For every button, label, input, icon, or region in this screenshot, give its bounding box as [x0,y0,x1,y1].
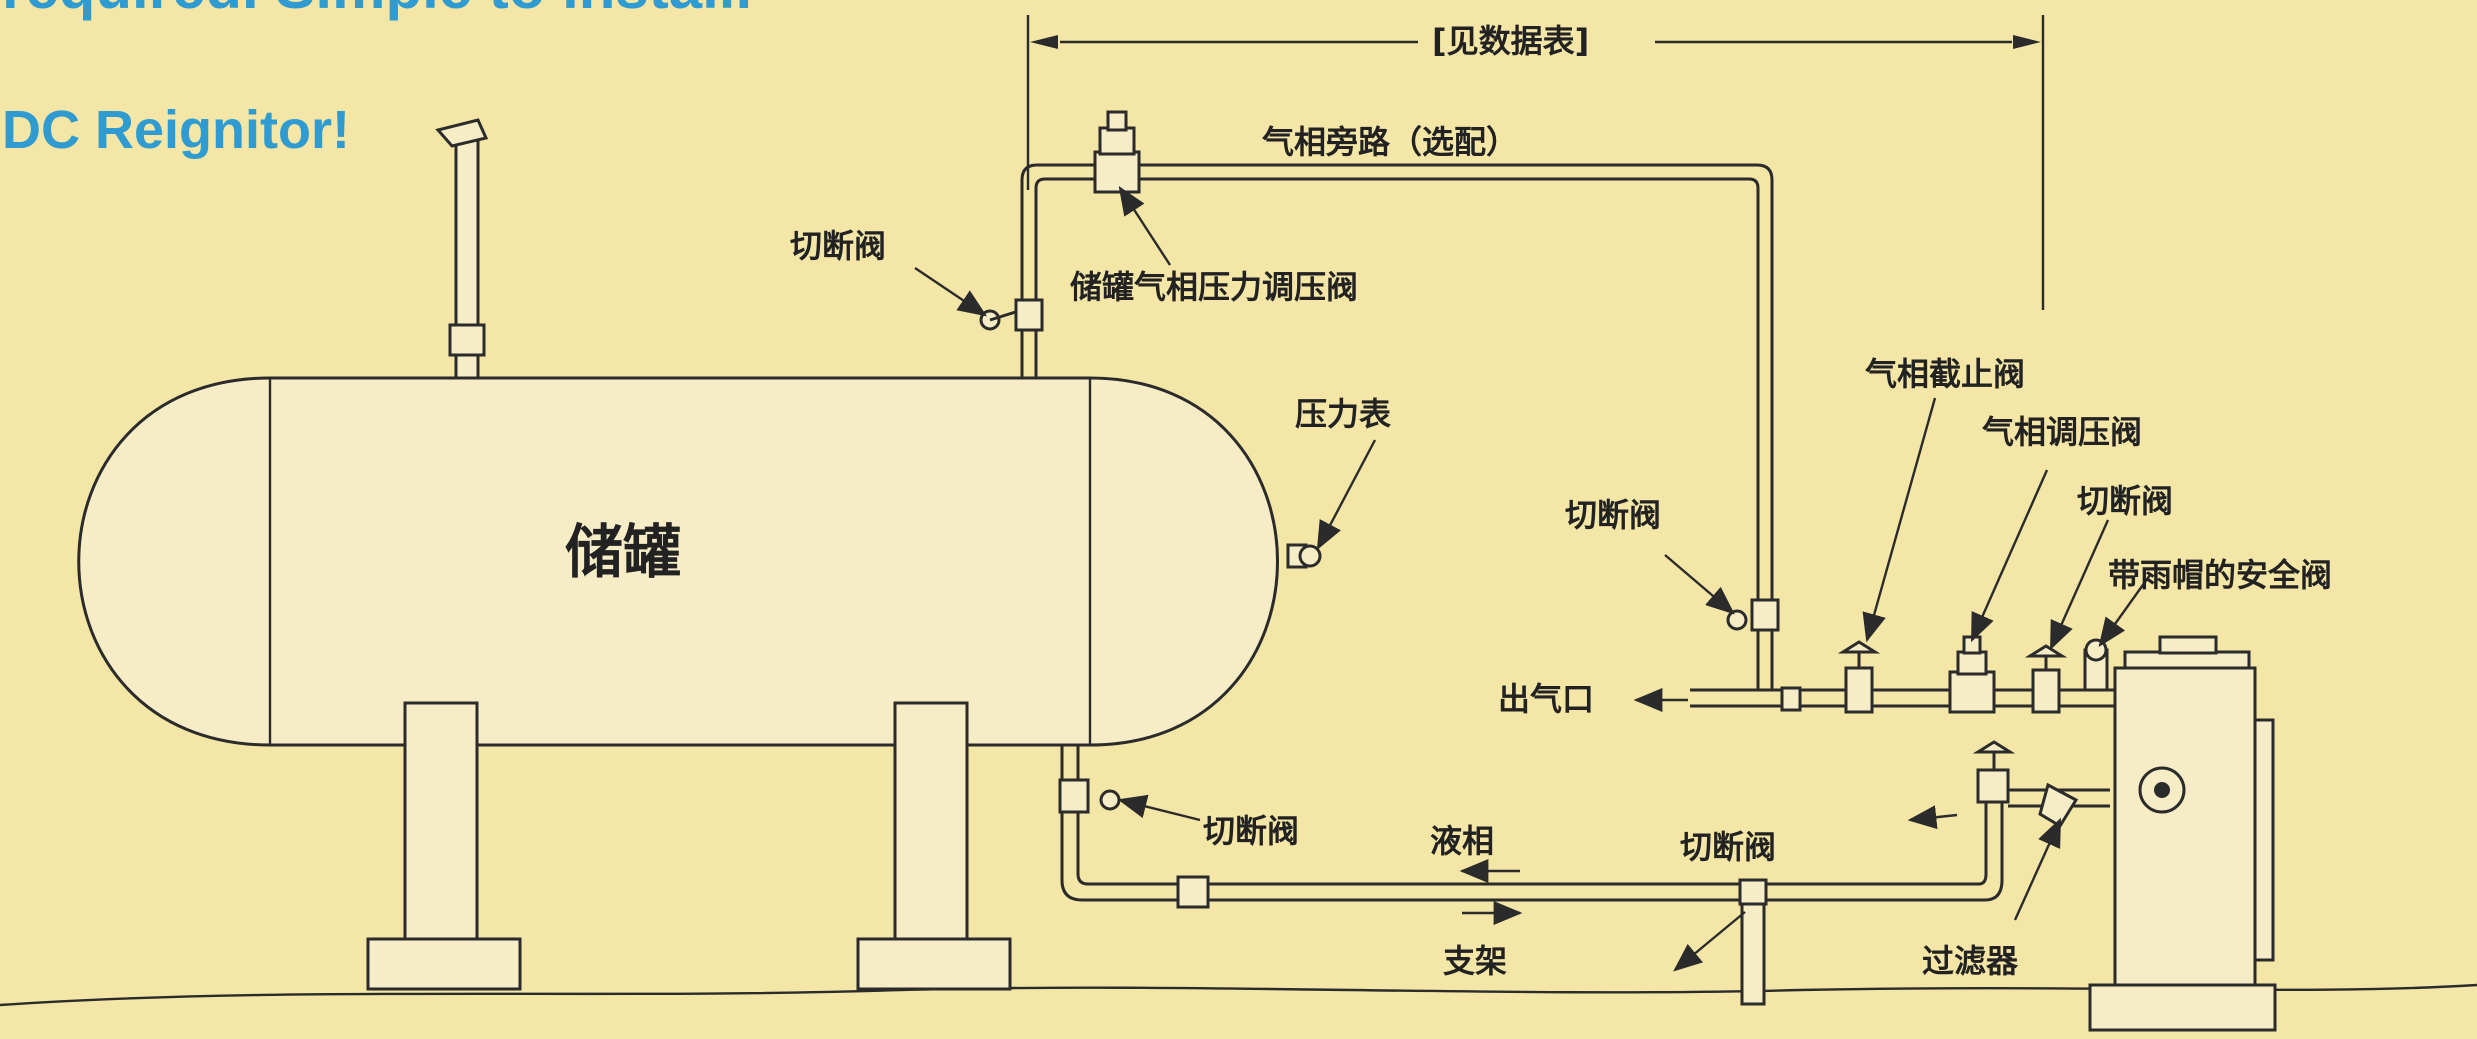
relief-valve-label: 带雨帽的安全阀 [2108,556,2332,594]
shutoff-mid-label: 切断阀 [1565,496,1661,534]
storage-tank: 储罐 [77,376,1279,747]
reignitor-unit [2088,635,2277,1032]
shutoff-top-label: 切断阀 [790,227,886,265]
header-line1: required. Simple to install. [2,0,752,21]
shutoff-right-label: 切断阀 [2077,482,2173,520]
leader-arrows [914,185,2151,972]
gas-regulator-label: 气相调压阀 [1982,413,2142,451]
gas-bypass-pipe [979,110,1780,690]
dimension-label: [见数据表] [1432,22,1589,60]
gas-outlet-pipe [1690,635,2115,714]
support-label: 支架 [1443,942,1507,980]
header-line2: DC Reignitor! [2,100,350,160]
filter-label: 过滤器 [1922,942,2019,980]
regulator-tank-label: 储罐气相压力调压阀 [1070,268,1358,306]
gas-stop-label: 气相截止阀 [1865,355,2025,393]
dimension-indicator: [见数据表] [1026,15,2045,310]
tank-supports [366,701,1012,991]
liquid-pipe [1058,740,2110,1006]
tank-label: 储罐 [565,518,681,586]
liquid-label: 液相 [1430,822,1494,860]
gauge-label: 压力表 [1295,395,1391,433]
bypass-label: 气相旁路（选配） [1262,123,1518,161]
outlet-label: 出气口 [1498,680,1594,718]
shutoff-line-label: 切断阀 [1680,828,1776,866]
vent-pipe [435,118,489,380]
pressure-gauge [1286,543,1322,569]
shutoff-liquid-label: 切断阀 [1203,812,1299,850]
